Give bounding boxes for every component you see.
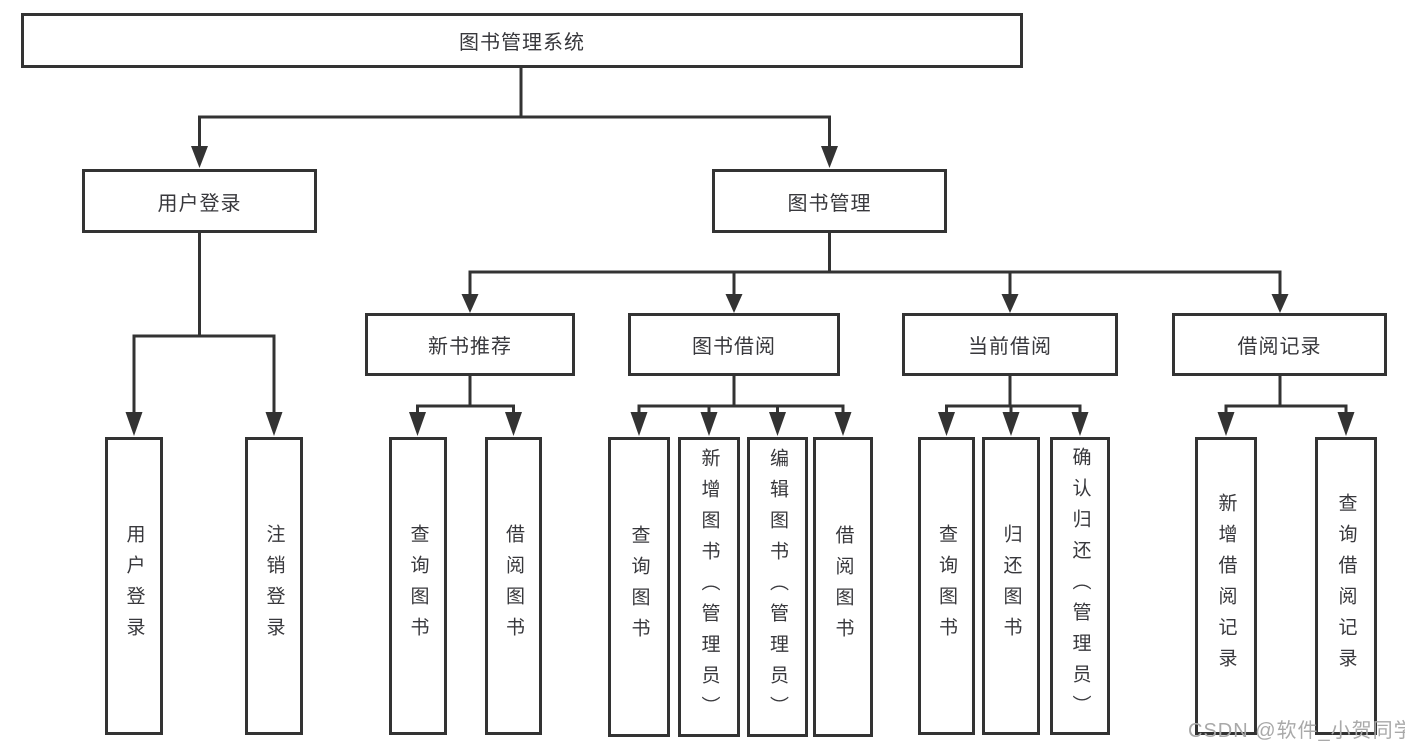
leaf-newbook-borrow: 借阅图书 xyxy=(485,437,542,735)
node-book-borrow: 图书借阅 xyxy=(628,313,840,376)
arrow-down-icon xyxy=(191,146,208,168)
leaf-borrow-add-book-label: 新增图书（管理员） xyxy=(698,447,720,727)
connector-current-borrow-to-leaves xyxy=(938,376,1089,436)
leaf-borrow-edit-book-label: 编辑图书（管理员） xyxy=(767,447,788,727)
leaf-record-add-label: 新增借阅记录 xyxy=(1215,493,1237,679)
arrow-down-icon xyxy=(505,412,522,436)
leaf-user-login: 用户登录 xyxy=(105,437,163,735)
leaf-current-query-label: 查询图书 xyxy=(936,524,957,648)
leaf-record-query-label: 查询借阅记录 xyxy=(1335,493,1357,679)
node-book-management: 图书管理 xyxy=(712,169,947,233)
leaf-newbook-query: 查询图书 xyxy=(389,437,447,735)
arrow-down-icon xyxy=(725,294,743,313)
connector-new-books-to-leaves xyxy=(409,376,522,436)
arrow-down-icon xyxy=(821,146,838,168)
node-user-login: 用户登录 xyxy=(82,169,317,233)
leaf-borrow-edit-book: 编辑图书（管理员） xyxy=(747,437,808,737)
arrow-down-icon xyxy=(461,294,479,313)
node-borrow-records: 借阅记录 xyxy=(1172,313,1387,376)
arrow-down-icon xyxy=(1217,412,1235,436)
leaf-borrow-query-label: 查询图书 xyxy=(628,525,650,649)
leaf-user-login-label: 用户登录 xyxy=(123,524,145,648)
arrow-down-icon xyxy=(769,412,786,436)
connector-user-login-to-leaves xyxy=(125,233,283,436)
arrow-down-icon xyxy=(1001,294,1019,313)
leaf-record-add: 新增借阅记录 xyxy=(1195,437,1257,735)
arrow-down-icon xyxy=(125,412,143,436)
node-current-borrow-label: 当前借阅 xyxy=(968,336,1052,358)
node-book-management-label: 图书管理 xyxy=(787,192,872,215)
arrow-down-icon xyxy=(1071,412,1089,436)
node-user-login-label: 用户登录 xyxy=(157,192,242,215)
arrow-down-icon xyxy=(265,412,283,436)
arrow-down-icon xyxy=(630,412,648,436)
leaf-logout: 注销登录 xyxy=(245,437,303,735)
node-new-book-recommend-label: 新书推荐 xyxy=(428,336,512,358)
leaf-current-confirm-return: 确认归还（管理员） xyxy=(1050,437,1110,735)
arrow-down-icon xyxy=(409,412,426,436)
arrow-down-icon xyxy=(938,412,955,436)
csdn-watermark: CSDN @软件_小贺同学 xyxy=(1188,720,1405,742)
leaf-newbook-query-label: 查询图书 xyxy=(407,524,429,648)
connector-book-mgmt-to-level3 xyxy=(461,233,1289,313)
arrow-down-icon xyxy=(834,412,852,436)
arrow-down-icon xyxy=(1002,412,1020,436)
connector-root-to-level2 xyxy=(191,68,838,168)
leaf-logout-label: 注销登录 xyxy=(263,524,285,648)
leaf-borrow-borrow-book: 借阅图书 xyxy=(813,437,873,737)
arrow-down-icon xyxy=(1271,294,1289,313)
leaf-borrow-add-book: 新增图书（管理员） xyxy=(678,437,740,737)
leaf-record-query: 查询借阅记录 xyxy=(1315,437,1377,735)
leaf-borrow-query: 查询图书 xyxy=(608,437,670,737)
leaf-current-return-label: 归还图书 xyxy=(1000,524,1022,648)
leaf-current-confirm-return-label: 确认归还（管理员） xyxy=(1069,446,1091,726)
arrow-down-icon xyxy=(1337,412,1355,436)
node-current-borrow: 当前借阅 xyxy=(902,313,1118,376)
connector-book-borrow-to-leaves xyxy=(630,376,852,436)
node-book-borrow-label: 图书借阅 xyxy=(692,336,776,358)
node-root-label: 图书管理系统 xyxy=(459,32,585,54)
leaf-current-return: 归还图书 xyxy=(982,437,1040,735)
leaf-newbook-borrow-label: 借阅图书 xyxy=(503,524,524,648)
leaf-borrow-borrow-book-label: 借阅图书 xyxy=(832,525,854,649)
arrow-down-icon xyxy=(700,412,718,436)
node-root: 图书管理系统 xyxy=(21,13,1023,68)
node-new-book-recommend: 新书推荐 xyxy=(365,313,575,376)
connector-borrow-records-to-leaves xyxy=(1217,376,1355,436)
node-borrow-records-label: 借阅记录 xyxy=(1237,336,1322,358)
leaf-current-query: 查询图书 xyxy=(918,437,975,735)
